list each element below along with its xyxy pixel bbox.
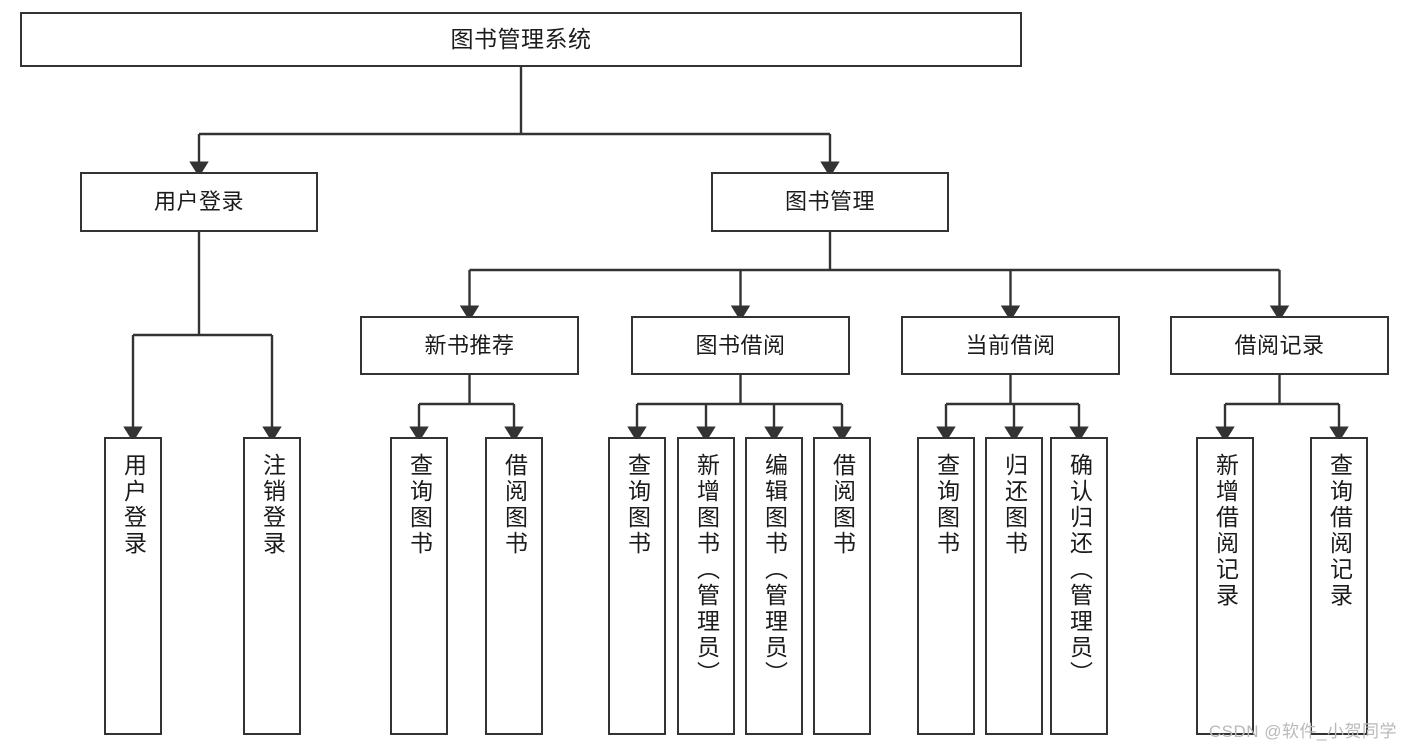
- node-label: 图书管理: [784, 189, 875, 215]
- node-label: 归还图书: [1001, 453, 1028, 557]
- node-label: 新增图书（管理员）: [693, 453, 720, 687]
- node-label: 查询图书: [624, 453, 651, 557]
- node-book-borrow[interactable]: 图书借阅: [631, 316, 850, 375]
- node-label: 用户登录: [153, 189, 244, 215]
- node-label: 图书管理系统: [450, 26, 592, 53]
- node-leaf-return-book[interactable]: 归还图书: [985, 437, 1043, 735]
- node-user-login[interactable]: 用户登录: [80, 172, 318, 232]
- node-leaf-query-book-rec[interactable]: 查询图书: [390, 437, 448, 735]
- node-label: 图书借阅: [695, 332, 786, 358]
- node-label: 注销登录: [259, 453, 286, 557]
- node-label: 确认归还（管理员）: [1066, 453, 1093, 687]
- node-label: 借阅记录: [1234, 332, 1325, 358]
- node-current-borrow[interactable]: 当前借阅: [901, 316, 1120, 375]
- node-borrow-record[interactable]: 借阅记录: [1170, 316, 1389, 375]
- node-leaf-add-record[interactable]: 新增借阅记录: [1196, 437, 1254, 735]
- node-leaf-query-book[interactable]: 查询图书: [608, 437, 666, 735]
- node-leaf-borrow-book[interactable]: 借阅图书: [813, 437, 871, 735]
- node-leaf-confirm-return[interactable]: 确认归还（管理员）: [1050, 437, 1108, 735]
- node-leaf-query-book-cur[interactable]: 查询图书: [917, 437, 975, 735]
- node-label: 当前借阅: [965, 332, 1056, 358]
- node-label: 借阅图书: [829, 453, 856, 557]
- node-root[interactable]: 图书管理系统: [20, 12, 1022, 67]
- node-leaf-user-logout[interactable]: 注销登录: [243, 437, 301, 735]
- node-label: 用户登录: [120, 453, 147, 557]
- node-label: 新增借阅记录: [1212, 453, 1239, 609]
- node-label: 编辑图书（管理员）: [761, 453, 788, 687]
- node-leaf-borrow-book-rec[interactable]: 借阅图书: [485, 437, 543, 735]
- csdn-watermark: CSDN @软件_小贺同学: [1208, 722, 1397, 741]
- node-new-book-rec[interactable]: 新书推荐: [360, 316, 579, 375]
- node-leaf-user-login[interactable]: 用户登录: [104, 437, 162, 735]
- node-label: 新书推荐: [424, 332, 515, 358]
- node-leaf-edit-book[interactable]: 编辑图书（管理员）: [745, 437, 803, 735]
- node-label: 查询借阅记录: [1326, 453, 1353, 609]
- node-leaf-add-book[interactable]: 新增图书（管理员）: [677, 437, 735, 735]
- node-label: 查询图书: [933, 453, 960, 557]
- node-leaf-query-record[interactable]: 查询借阅记录: [1310, 437, 1368, 735]
- node-book-manage[interactable]: 图书管理: [711, 172, 949, 232]
- node-label: 查询图书: [406, 453, 433, 557]
- node-label: 借阅图书: [501, 453, 528, 557]
